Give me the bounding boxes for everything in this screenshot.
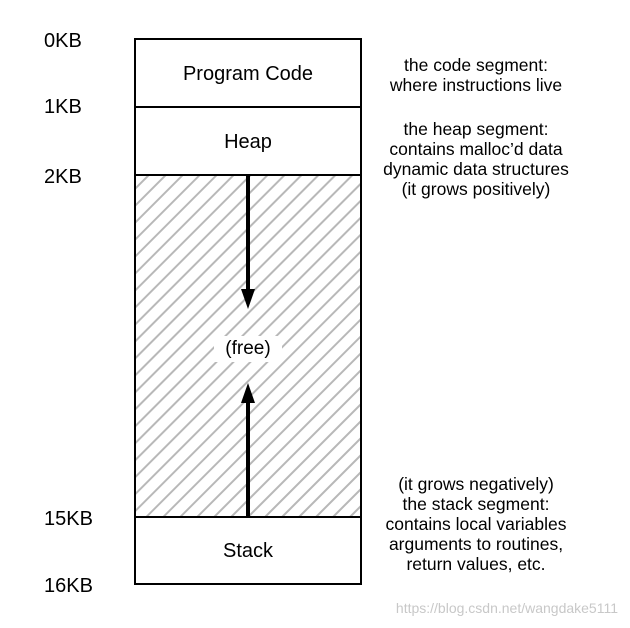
stack-note-line: (it grows negatively)	[398, 474, 554, 494]
code-note-line: the code segment:	[404, 55, 548, 75]
address-label-16kb: 16KB	[44, 575, 93, 597]
address-label-0kb: 0KB	[44, 30, 82, 52]
free-label: (free)	[225, 338, 271, 359]
stack-note-line: contains local variables	[385, 514, 567, 534]
program-code-label: Program Code	[182, 63, 314, 85]
stack-label: Stack	[222, 540, 274, 562]
address-space-box	[134, 38, 362, 585]
code-segment-note: the code segment: where instructions liv…	[360, 55, 592, 95]
address-label-1kb: 1KB	[44, 96, 82, 118]
address-label-15kb: 15KB	[44, 508, 93, 530]
stack-note-line: arguments to routines,	[388, 534, 564, 554]
heap-segment-note: the heap segment: contains malloc’d data…	[360, 119, 592, 199]
stack-growth-arrow	[241, 383, 255, 517]
address-label-2kb: 2KB	[44, 166, 82, 188]
stack-note-line: return values, etc.	[406, 554, 546, 574]
code-note-line: where instructions live	[389, 75, 563, 95]
stack-note-line: the stack segment:	[402, 494, 550, 514]
heap-note-line: the heap segment:	[403, 119, 549, 139]
heap-note-line: dynamic data structures	[383, 159, 569, 179]
heap-growth-arrow	[241, 175, 255, 309]
watermark-text: https://blog.csdn.net/wangdake5111	[395, 600, 618, 616]
heap-note-line: (it grows positively)	[401, 179, 551, 199]
heap-label: Heap	[224, 131, 272, 153]
stack-segment-note: (it grows negatively) the stack segment:…	[360, 474, 592, 574]
heap-note-line: contains malloc’d data	[389, 139, 563, 159]
